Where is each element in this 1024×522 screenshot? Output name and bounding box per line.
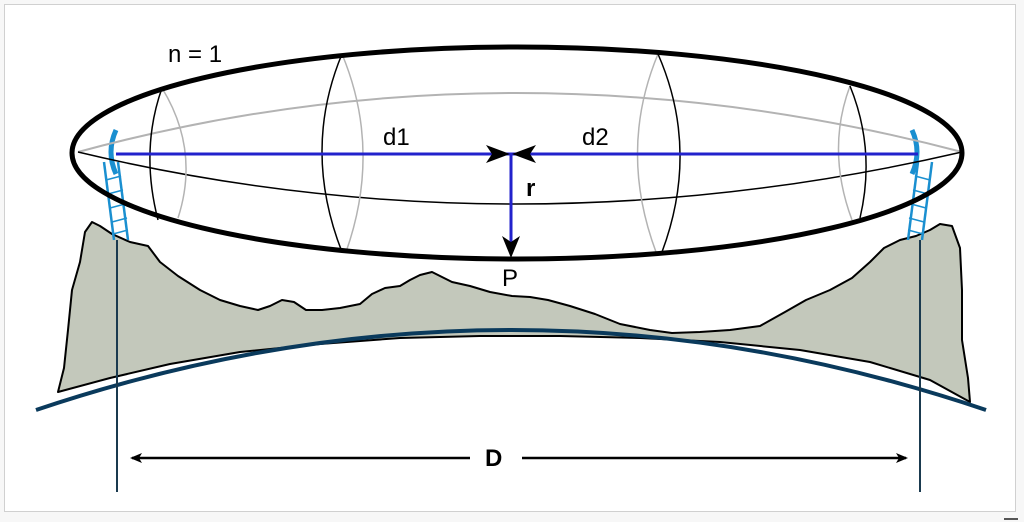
d2-label: d2 — [582, 124, 609, 151]
left-antenna-icon — [102, 128, 130, 241]
d1-arrowhead — [486, 145, 510, 163]
inner-ellipse-bottom — [77, 151, 963, 205]
cross-section-2 — [321, 53, 364, 253]
right-antenna-icon — [906, 128, 934, 241]
earth-curve — [35, 328, 987, 412]
inner-ellipse-top — [77, 92, 963, 153]
cross-section-3 — [636, 53, 681, 253]
distance-label: D — [485, 445, 502, 472]
d2-arrowhead — [512, 145, 536, 163]
radius-arrowhead — [502, 236, 520, 258]
d1-label: d1 — [383, 124, 410, 151]
zone-label: n = 1 — [168, 41, 222, 68]
terrain — [57, 221, 971, 403]
resize-icon — [1004, 518, 1018, 522]
cross-section-4 — [837, 85, 867, 221]
point-label: P — [502, 265, 518, 292]
cross-section-1 — [149, 87, 187, 221]
fresnel-ellipse — [69, 44, 965, 262]
radius-label: r — [526, 175, 535, 202]
